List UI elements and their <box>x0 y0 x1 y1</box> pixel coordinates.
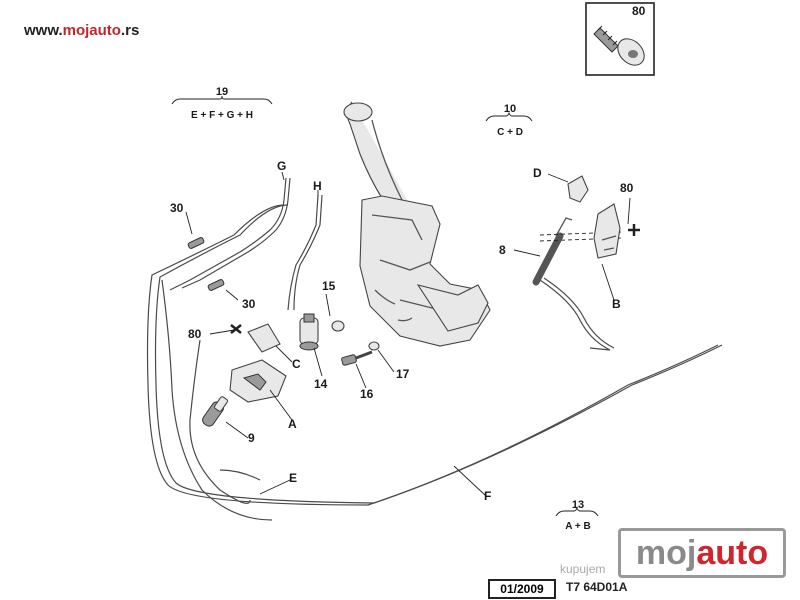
callout-15: 15 <box>322 279 336 293</box>
group-19-letters: E + F + G + H <box>191 110 253 121</box>
callout-17: 17 <box>396 367 410 381</box>
screw-icon <box>593 25 645 66</box>
hoses <box>146 177 723 521</box>
watermark-logo: mojauto <box>618 528 786 578</box>
nozzle-cap <box>247 323 281 353</box>
footer-date: 01/2009 <box>488 579 556 599</box>
callout-B: B <box>612 297 621 311</box>
group-label-10: 10 C + D <box>485 103 533 138</box>
callout-16: 16 <box>360 387 374 401</box>
callouts: 30 30 G H 80 15 14 16 17 C A 9 E F 8 D B… <box>170 159 634 503</box>
callout-9: 9 <box>248 431 255 445</box>
group-13-number: 13 <box>572 499 584 511</box>
site-brand: mojauto <box>62 22 121 39</box>
group-10-letters: C + D <box>497 127 523 138</box>
callout-E: E <box>289 471 297 485</box>
callout-A: A <box>288 417 297 431</box>
callout-H: H <box>313 179 322 193</box>
screw-16 <box>341 350 373 366</box>
callout-F: F <box>484 489 491 503</box>
callout-8: 8 <box>499 243 506 257</box>
callout-80-left: 80 <box>188 327 202 341</box>
callout-80-right: 80 <box>620 181 634 195</box>
callout-C: C <box>292 357 301 371</box>
watermark-sub: kupujem <box>560 562 606 576</box>
nozzle-9 <box>202 396 229 427</box>
connectors <box>187 237 225 291</box>
cross-icon <box>230 324 242 334</box>
group-19-number: 19 <box>216 86 228 98</box>
bracket-D <box>567 175 589 203</box>
seal-17 <box>368 341 380 351</box>
website-watermark: www.mojauto.rs <box>24 22 139 39</box>
screw-inset: 80 <box>585 2 655 76</box>
pump-assembly <box>299 313 319 351</box>
footer-code: T7 64D01A <box>566 580 628 594</box>
leader-lines <box>185 171 631 497</box>
logo-part2: auto <box>696 534 769 572</box>
site-suffix: .rs <box>120 22 140 39</box>
callout-30-a: 30 <box>170 201 184 215</box>
bracket-B <box>593 203 621 259</box>
group-13-letters: A + B <box>565 521 590 532</box>
washer-reservoir <box>343 101 491 347</box>
callout-G: G <box>277 159 286 173</box>
left-nozzle-bracket <box>229 359 287 403</box>
logo-part1: moj <box>635 534 697 572</box>
callout-80-top: 80 <box>632 4 646 18</box>
grommet <box>331 320 345 332</box>
group-label-19: 19 E + F + G + H <box>171 86 273 121</box>
callout-14: 14 <box>314 377 328 391</box>
callout-30-b: 30 <box>242 297 256 311</box>
site-prefix: www. <box>24 22 63 39</box>
callout-D: D <box>533 166 542 180</box>
group-10-number: 10 <box>504 103 516 115</box>
nozzle-8 <box>532 217 623 286</box>
group-label-13: 13 A + B <box>555 499 599 532</box>
plus-icon <box>628 224 640 236</box>
